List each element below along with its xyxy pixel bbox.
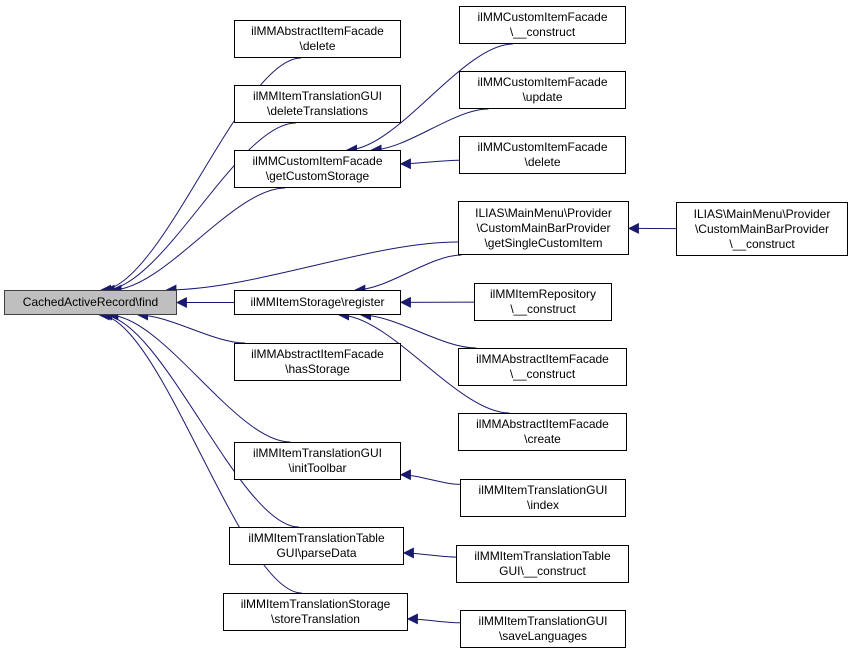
node-label-line: ilMMAbstractItemFacade [476,417,609,431]
node-item-storage-register[interactable]: ilMMItemStorage\register [234,290,401,315]
node-label-line: \deleteTranslations [267,104,368,118]
node-label-line: ilMMAbstractItemFacade [476,352,609,366]
node-label-line: GUI\parseData [276,546,357,560]
node-custom-item-facade-delete[interactable]: ilMMCustomItemFacade\delete [459,136,626,174]
node-label-line: \CustomMainBarProvider [694,221,830,236]
node-label-line: \update [522,90,563,104]
node-label-line: ilMMItemTranslationGUI [253,446,382,460]
node-label-line: ilMMItemTranslationGUI [478,483,608,497]
node-abstract-item-facade-delete[interactable]: ilMMAbstractItemFacade\delete [234,20,401,58]
edge-n_initToolbar-to-root [107,309,291,443]
node-label-line: ilMMItemTranslationStorage [240,597,391,611]
node-translation-storage-store-translation[interactable]: ilMMItemTranslationStorage\storeTranslat… [223,593,408,631]
node-label-line: \__construct [510,302,576,316]
node-abstract-item-facade-create[interactable]: ilMMAbstractItemFacade\create [458,413,627,451]
node-label-line: \getSingleCustomItem [484,235,603,250]
node-label-line: \initToolbar [288,461,347,475]
node-custom-main-bar-provider-construct[interactable]: ILIAS\MainMenu\Provider\CustomMainBarPro… [676,202,848,256]
edge-n_hasStorage-to-root [137,309,246,344]
node-label-line: \hasStorage [285,362,350,376]
node-custom-item-facade-construct[interactable]: ilMMCustomItemFacade\__construct [459,6,626,44]
edge-n_getCustomStorage-to-root [110,187,286,296]
node-label-line: \storeTranslation [271,612,360,626]
node-translation-gui-init-toolbar[interactable]: ilMMItemTranslationGUI\initToolbar [234,442,401,480]
edge-n_deleteTranslations-to-root [103,122,296,296]
node-label-line: \CustomMainBarProvider [476,220,611,235]
node-label-line: \getCustomStorage [265,169,370,183]
node-label-line: ilMMAbstractItemFacade [251,24,384,38]
node-label-line: ilMMItemTranslationGUI [253,89,382,103]
node-label-line: GUI\__construct [499,564,586,578]
edge-n_storeTranslation-to-root [98,309,302,594]
node-item-repository-construct[interactable]: ilMMItemRepository\__construct [474,283,612,321]
node-label-line: ilMMItemStorage\register [250,295,385,309]
edge-n_getSingleCustomItem-to-root [165,241,459,296]
node-label-line: CachedActiveRecord\find [22,295,159,309]
edge-n_parseData-to-root [101,309,299,528]
edge-n_aif_construct-to-n_register [360,309,477,349]
node-label-line: ilMMAbstractItemFacade [251,347,384,361]
node-label-line: \__construct [509,367,576,381]
edge-n_getSingleCustomItem-to-n_register [354,254,462,296]
node-label-line: \delete [299,39,336,53]
node-cachedactiverecord-find: CachedActiveRecord\find [4,290,177,315]
node-label-line: ILIAS\MainMenu\Provider [475,205,612,220]
edge-n_delete-to-root [100,57,302,296]
node-translation-gui-delete-translations[interactable]: ilMMItemTranslationGUI\deleteTranslation… [234,85,401,123]
edge-n_tgui_index-to-n_initToolbar [399,469,461,485]
edge-n_cif_update-to-n_getCustomStorage [370,108,489,156]
node-label-line: ilMMItemTranslationGUI [478,614,608,628]
node-label-line: ilMMItemTranslationTable [248,531,385,545]
node-label-line: ilMMCustomItemFacade [477,75,608,89]
node-label-line: \create [524,432,561,446]
node-label-line: \delete [524,155,561,169]
node-label-line: \__construct [729,236,795,251]
edge-n_aif_create-to-n_register [338,309,510,414]
node-label-line: ilMMCustomItemFacade [252,154,383,168]
node-custom-item-facade-update[interactable]: ilMMCustomItemFacade\update [459,71,626,109]
edge-n_ttgui_construct-to-n_parseData [402,547,457,559]
node-translation-gui-save-languages[interactable]: ilMMItemTranslationGUI\saveLanguages [460,610,626,648]
node-label-line: \__construct [509,25,576,39]
node-label-line: ILIAS\MainMenu\Provider [693,206,831,221]
node-label-line: ilMMItemRepository [489,287,597,301]
node-abstract-item-facade-construct[interactable]: ilMMAbstractItemFacade\__construct [458,348,627,386]
node-custom-item-facade-get-custom-storage[interactable]: ilMMCustomItemFacade\getCustomStorage [234,150,401,188]
node-label-line: ilMMCustomItemFacade [477,140,608,154]
edge-n_cif_delete-to-n_getCustomStorage [399,158,460,170]
node-label-line: ilMMCustomItemFacade [477,10,608,24]
node-abstract-item-facade-has-storage[interactable]: ilMMAbstractItemFacade\hasStorage [234,343,401,381]
edge-n_cif_construct-to-n_getCustomStorage [346,43,513,156]
node-label-line: \index [526,498,560,512]
node-translation-gui-index[interactable]: ilMMItemTranslationGUI\index [460,479,626,517]
node-label-line: \saveLanguages [498,629,588,643]
edge-n_tgui_saveLanguages-to-n_storeTranslation [406,613,461,625]
node-label-line: ilMMItemTranslationTable [474,549,611,563]
node-custom-main-bar-provider-get-single-custom-item[interactable]: ILIAS\MainMenu\Provider\CustomMainBarPro… [458,201,629,255]
